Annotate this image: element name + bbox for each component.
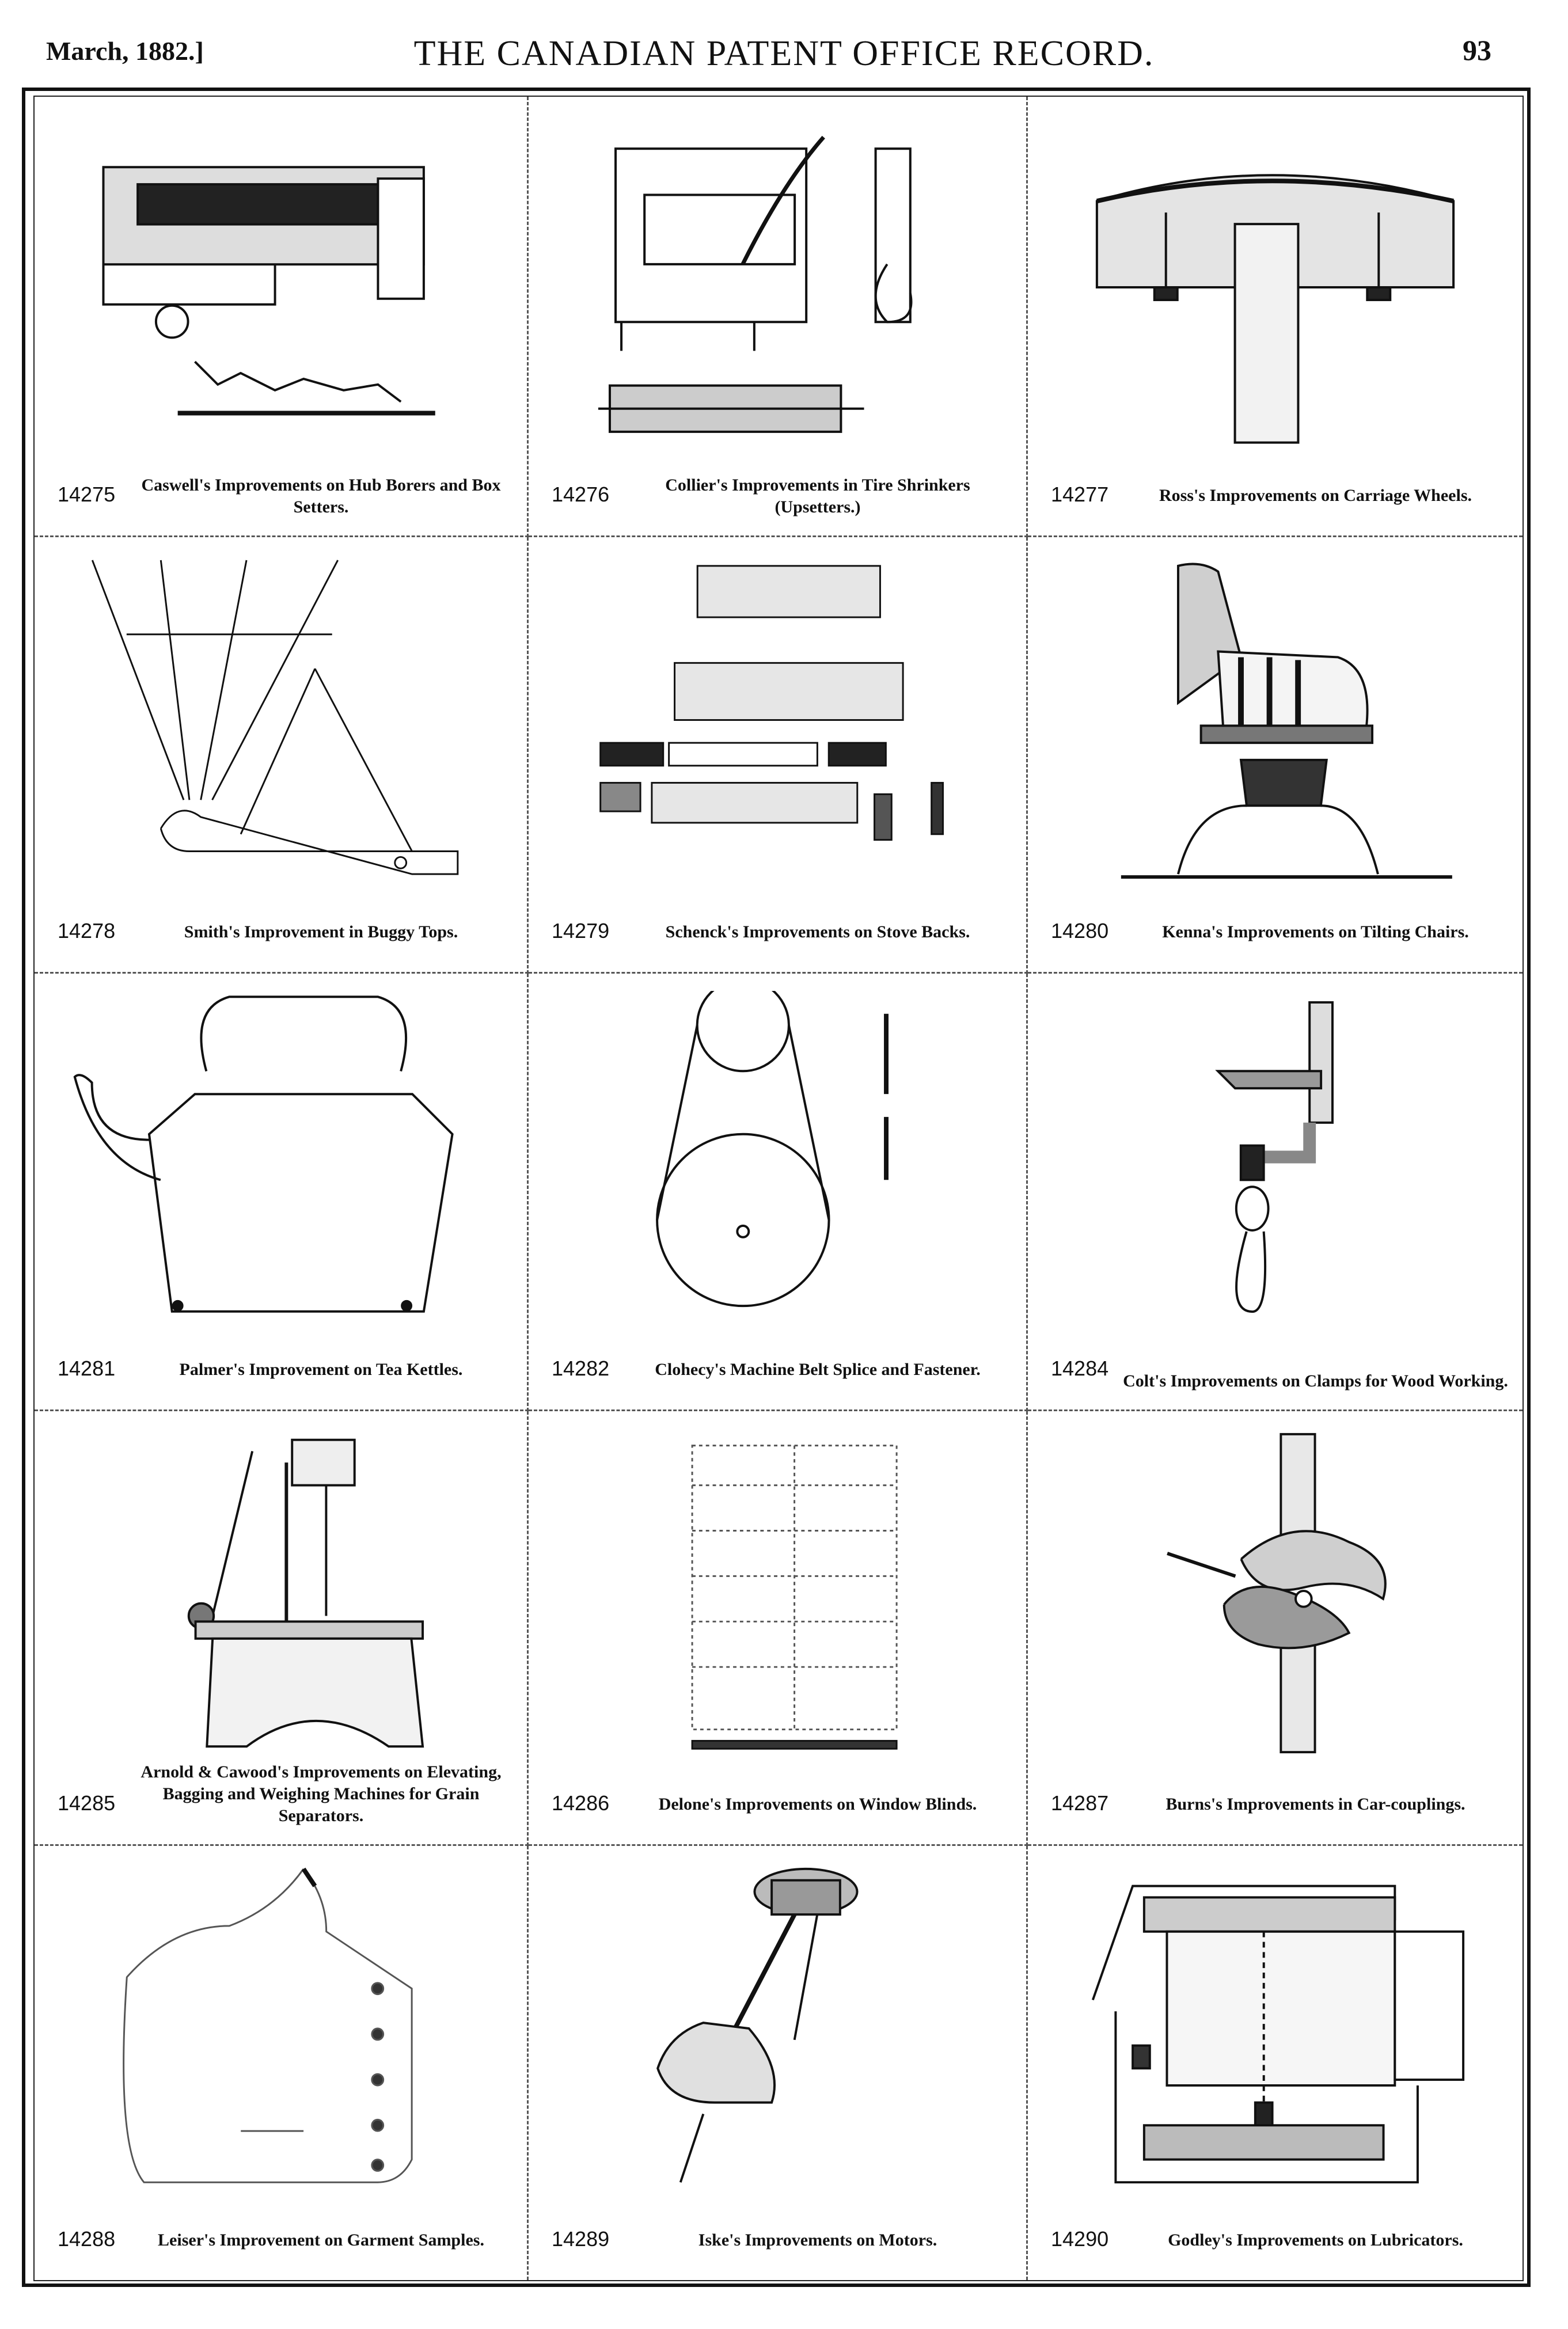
buggy-top-drawing — [58, 554, 504, 886]
motor-drawing — [552, 1863, 1003, 2194]
patent-caption: Iske's Improvements on Motors. — [698, 2231, 937, 2250]
patent-cell-14287: 14287 Burns's Improvements in Car-coupli… — [1028, 1411, 1523, 1846]
patent-number: 14284 — [1051, 1357, 1109, 1380]
patent-number: 14289 — [552, 2227, 610, 2251]
patent-caption: Collier's Improvements in Tire Shrinkers… — [665, 476, 970, 516]
patent-cell-14284: 14284 Colt's Improvements on Clamps for … — [1028, 974, 1523, 1411]
patent-cell-14277: 14277 Ross's Improvements on Carriage Wh… — [1028, 97, 1523, 537]
patent-number: 14287 — [1051, 1791, 1109, 1815]
page-number: 93 — [1463, 34, 1491, 66]
patent-number: 14280 — [1051, 919, 1109, 943]
patent-caption: Burns's Improvements in Car-couplings. — [1165, 1795, 1466, 1814]
wood-clamp-drawing — [1051, 991, 1499, 1323]
patent-cell-14279: 14279 Schenck's Improvements on Stove Ba… — [529, 537, 1028, 974]
patent-caption: Delone's Improvements on Window Blinds. — [658, 1795, 977, 1814]
page-header: March, 1882.] THE CANADIAN PATENT OFFICE… — [0, 0, 1568, 86]
patent-cell-14285: 14285 Arnold & Cawood's Improvements on … — [35, 1411, 529, 1846]
page-frame — [22, 88, 1531, 2287]
patent-number: 14286 — [552, 1791, 610, 1815]
patent-number: 14275 — [58, 482, 116, 506]
lubricator-drawing — [1051, 1863, 1499, 2194]
patent-cell-14282: 14282 Clohecy's Machine Belt Splice and … — [529, 974, 1028, 1411]
patent-caption: Schenck's Improvements on Stove Backs. — [665, 922, 970, 941]
issue-date: March, 1882.] — [46, 36, 204, 66]
patent-cell-14276: 14276 Collier's Improvements in Tire Shr… — [529, 97, 1028, 537]
car-coupling-drawing — [1051, 1428, 1499, 1758]
patent-number: 14276 — [552, 482, 610, 506]
stove-back-drawing — [552, 554, 1003, 886]
patent-number: 14282 — [552, 1357, 610, 1380]
patent-number: 14290 — [1051, 2227, 1109, 2251]
patent-caption: Godley's Improvements on Lubricators. — [1168, 2231, 1463, 2250]
patent-caption: Caswell's Improvements on Hub Borers and… — [141, 476, 501, 516]
belt-pulley-drawing — [552, 991, 1003, 1323]
patent-caption: Ross's Improvements on Carriage Wheels. — [1159, 486, 1472, 505]
patent-cell-14281: 14281 Palmer's Improvement on Tea Kettle… — [35, 974, 529, 1411]
patent-caption: Smith's Improvement in Buggy Tops. — [184, 922, 458, 941]
tilting-chair-drawing — [1051, 554, 1499, 886]
patent-cell-14275: 14275 Caswell's Improvements on Hub Bore… — [35, 97, 529, 537]
page-frame-inner — [33, 96, 1524, 2281]
tea-kettle-drawing — [58, 991, 504, 1323]
publication-title: THE CANADIAN PATENT OFFICE RECORD. — [413, 34, 1155, 73]
carriage-wheel-drawing — [1051, 114, 1499, 449]
patent-number: 14279 — [552, 919, 610, 943]
patent-cell-14286: 14286 Delone's Improvements on Window Bl… — [529, 1411, 1028, 1846]
patent-caption: Leiser's Improvement on Garment Samples. — [158, 2231, 484, 2250]
patent-cell-14290: 14290 Godley's Improvements on Lubricato… — [1028, 1846, 1523, 2280]
patent-caption: Clohecy's Machine Belt Splice and Fasten… — [655, 1360, 981, 1379]
patent-cell-14289: 14289 Iske's Improvements on Motors. — [529, 1846, 1028, 2280]
patent-cell-14278: 14278 Smith's Improvement in Buggy Tops. — [35, 537, 529, 974]
grain-machine-drawing — [58, 1428, 504, 1758]
patent-number: 14285 — [58, 1791, 116, 1815]
patent-number: 14277 — [1051, 482, 1109, 506]
patent-caption: Arnold & Cawood's Improvements on Elevat… — [141, 1762, 502, 1825]
patent-number: 14288 — [58, 2227, 116, 2251]
tire-shrinker-drawing — [552, 114, 1003, 449]
patent-number: 14281 — [58, 1357, 116, 1380]
patent-cell-14288: 14288 Leiser's Improvement on Garment Sa… — [35, 1846, 529, 2280]
hub-borer-drawing — [58, 114, 504, 449]
patent-cell-14280: 14280 Kenna's Improvements on Tilting Ch… — [1028, 537, 1523, 974]
window-blind-drawing — [552, 1428, 1003, 1758]
patent-grid: 14275 Caswell's Improvements on Hub Bore… — [35, 97, 1523, 2280]
patent-caption: Palmer's Improvement on Tea Kettles. — [179, 1360, 463, 1379]
garment-sample-drawing — [58, 1863, 504, 2194]
patent-caption: Kenna's Improvements on Tilting Chairs. — [1162, 922, 1469, 941]
patent-caption: Colt's Improvements on Clamps for Wood W… — [1123, 1371, 1508, 1390]
patent-number: 14278 — [58, 919, 116, 943]
